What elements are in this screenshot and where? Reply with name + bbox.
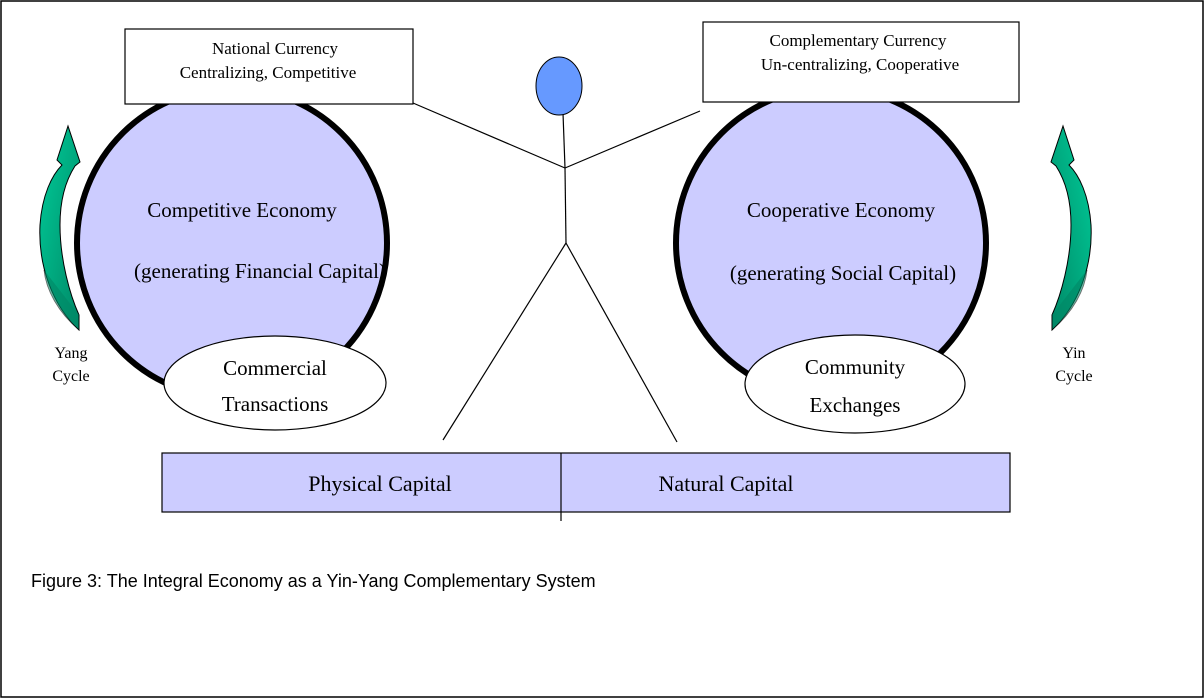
natural-capital-label: Natural Capital xyxy=(658,471,793,496)
left-arm-line xyxy=(412,102,566,169)
capital-bar-background xyxy=(161,452,1011,513)
national-currency-line2: Centralizing, Competitive xyxy=(180,63,357,82)
commercial-transactions-line2: Transactions xyxy=(222,392,329,416)
complementary-currency-box xyxy=(702,21,1020,103)
commercial-transactions-line1: Commercial xyxy=(223,356,327,380)
neck-line xyxy=(562,112,566,169)
national-currency-line1: National Currency xyxy=(212,39,339,58)
national-currency-box xyxy=(124,28,414,105)
community-exchanges-line1: Community xyxy=(805,355,906,379)
yin-cycle-label-line1: Yin xyxy=(1062,345,1085,362)
community-exchanges-ellipse xyxy=(744,334,966,434)
right-leg-line xyxy=(565,242,678,443)
head xyxy=(535,56,583,116)
yang-cycle-label-line2: Cycle xyxy=(52,368,89,385)
yang-cycle-arrow-icon xyxy=(39,124,81,332)
competitive-economy-title: Competitive Economy xyxy=(147,198,337,222)
capital-base-bar: Physical Capital Natural Capital xyxy=(161,452,1011,521)
commercial-transactions-ellipse xyxy=(163,335,387,431)
competitive-economy-subtitle: (generating Financial Capital) xyxy=(134,259,386,283)
torso-line xyxy=(564,167,567,244)
physical-capital-label: Physical Capital xyxy=(308,471,452,496)
yang-cycle-label-line1: Yang xyxy=(54,345,87,362)
complementary-currency-line2: Un-centralizing, Cooperative xyxy=(761,55,959,74)
cooperative-economy-title: Cooperative Economy xyxy=(747,198,936,222)
stick-figure xyxy=(412,56,701,443)
yin-cycle-arrow-icon xyxy=(1050,124,1092,332)
community-exchanges-line2: Exchanges xyxy=(810,393,901,417)
right-arm-line xyxy=(564,110,701,169)
cooperative-economy-subtitle: (generating Social Capital) xyxy=(730,261,956,285)
complementary-currency-line1: Complementary Currency xyxy=(769,31,947,50)
left-leg-line xyxy=(442,242,567,441)
yin-cycle-label-line2: Cycle xyxy=(1055,368,1092,385)
figure-caption: Figure 3: The Integral Economy as a Yin-… xyxy=(31,571,596,591)
